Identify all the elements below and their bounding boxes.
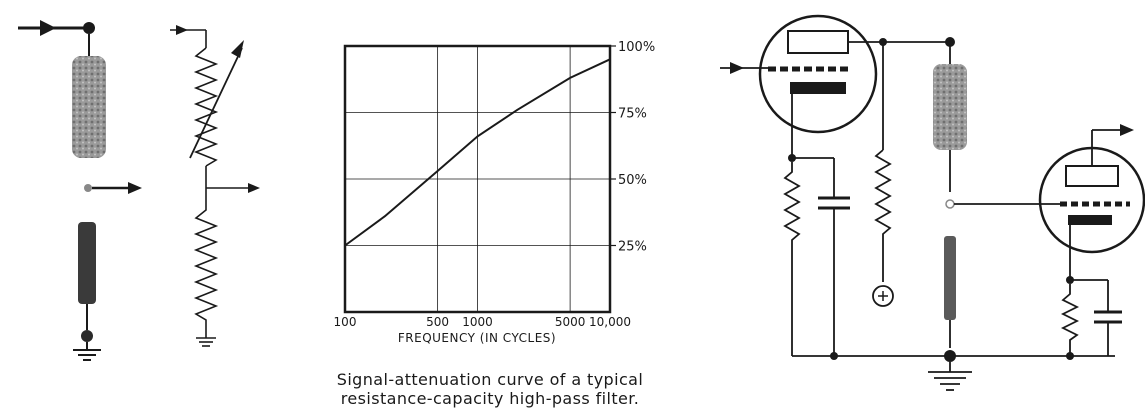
x-axis-label: FREQUENCY (IN CYCLES) [398, 331, 556, 345]
input-arrow-icon [176, 25, 188, 35]
y-tick-label: 100% [618, 40, 655, 55]
y-tick-label: 25% [618, 240, 647, 255]
resistor-icon [1060, 284, 1080, 356]
vacuum-tube-icon [758, 14, 878, 134]
resistor-icon [193, 196, 219, 338]
x-tick-label: 500 [426, 315, 449, 329]
potentiometer-schematic [170, 25, 260, 347]
output-arrow-icon [128, 182, 142, 194]
x-tick-label: 100 [334, 315, 357, 329]
resistor-icon [783, 162, 801, 356]
slider-contact-icon [84, 184, 92, 192]
x-tick-label: 5000 [555, 315, 586, 329]
carbon-resistor-lower [78, 222, 96, 304]
caption-line-1: Signal-attenuation curve of a typical [336, 370, 644, 389]
adjust-arrow-icon [231, 40, 244, 58]
figure-caption: Signal-attenuation curve of a typical re… [300, 370, 680, 408]
amplifier-schematic [720, 14, 1145, 391]
variable-resistor-icon [193, 47, 219, 167]
ground-icon [73, 349, 101, 361]
carbon-resistor-element [933, 64, 967, 150]
x-tick-label: 10,000 [589, 315, 631, 329]
caption-line-2: resistance-capacity high-pass filter. [340, 389, 640, 408]
carbon-resistor-lower [944, 236, 956, 320]
y-tick-label: 50% [618, 173, 647, 188]
output-arrow-icon [248, 183, 260, 193]
attenuation-curve [344, 58, 611, 247]
volume-control-circuit [18, 20, 142, 361]
battery-plus-icon [872, 285, 894, 307]
y-tick-label: 75% [618, 107, 647, 122]
ground-icon [928, 362, 972, 391]
input-arrow-icon [730, 62, 744, 74]
ground-icon [196, 337, 216, 347]
input-arrow-icon [40, 20, 56, 36]
terminal-icon [83, 22, 95, 34]
x-tick-label: 1000 [462, 315, 493, 329]
grid [345, 46, 610, 312]
output-arrow-icon [1120, 124, 1134, 136]
y-axis-ticks: 100% 75% 50% 25% [610, 40, 655, 255]
resistor-icon [874, 149, 892, 282]
carbon-resistor-element [72, 56, 106, 158]
